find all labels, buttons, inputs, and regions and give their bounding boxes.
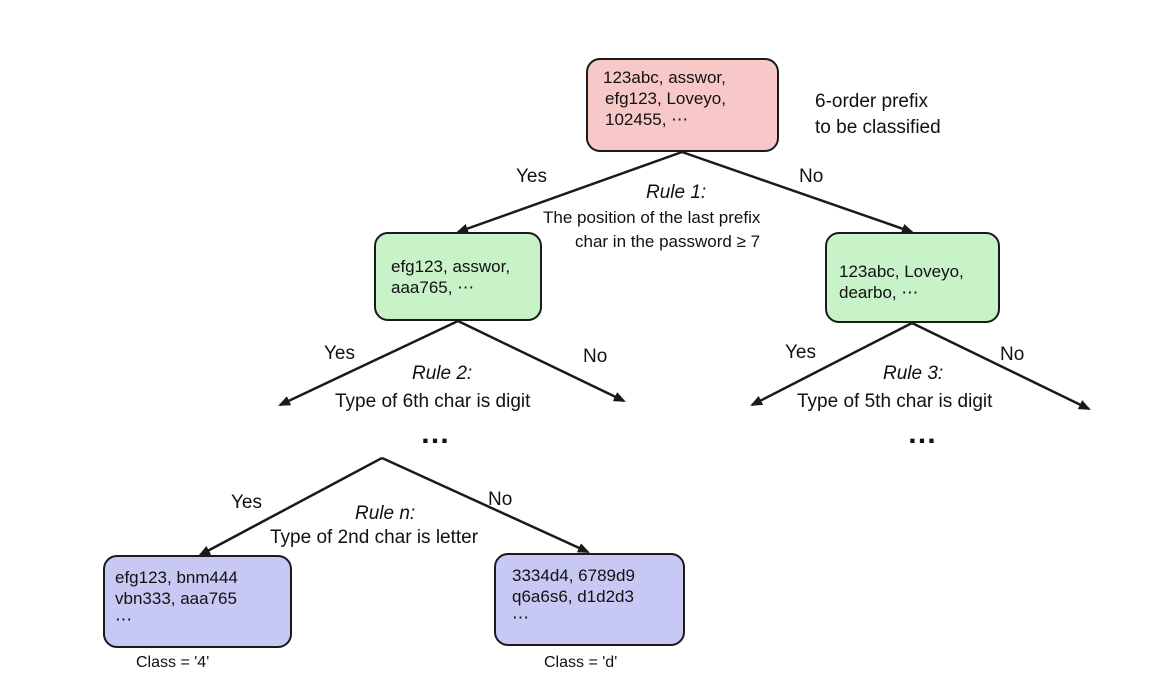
rulen-text: Type of 2nd char is letter — [270, 527, 479, 548]
right-node-line: 123abc, Loveyo, — [839, 262, 964, 281]
right-node: 123abc, Loveyo, dearbo, ⋯ — [825, 232, 1000, 323]
leaf-right-line: 3334d4, 6789d9 — [512, 566, 635, 585]
rule1-title: Rule 1: — [646, 183, 706, 203]
rulen-yes-label: Yes — [231, 492, 262, 513]
right-node-line: dearbo, ⋯ — [839, 283, 919, 302]
rule1-name: Rule 1 — [646, 182, 701, 203]
ellipsis-left: … — [420, 417, 453, 450]
rule3-text: Type of 5th char is digit — [797, 391, 993, 412]
root-node-line: 102455, ⋯ — [605, 110, 689, 129]
leaf-left: efg123, bnm444 vbn333, aaa765 ⋯ — [103, 555, 292, 648]
rule1-yes-label: Yes — [516, 166, 547, 187]
rule3-name: Rule 3 — [883, 363, 938, 384]
leaf-left-class-label: Class = '4' — [136, 654, 210, 671]
rule1-no-label: No — [799, 166, 824, 187]
rule2-yes-label: Yes — [324, 343, 355, 364]
edge-rulen-yes — [198, 456, 383, 557]
root-node-line: efg123, Loveyo, — [605, 89, 726, 108]
leaf-right-line: ⋯ — [512, 608, 529, 627]
leaf-left-line: ⋯ — [115, 610, 132, 629]
rulen-title: Rule n: — [355, 504, 415, 524]
rule1-text-line: The position of the last prefix — [543, 208, 761, 227]
rule3-title: Rule 3: — [883, 364, 943, 384]
edge-left-yes — [278, 319, 459, 407]
rule2-no-label: No — [583, 346, 608, 367]
rule1-colon: : — [700, 182, 707, 203]
rulen-colon: : — [409, 503, 416, 524]
rule2-text: Type of 6th char is digit — [335, 391, 531, 412]
rule3-no-label: No — [1000, 344, 1025, 365]
edge-root-to-right — [681, 150, 914, 234]
root-node-line: 123abc, asswor, — [603, 68, 726, 87]
rule3-colon: : — [937, 363, 944, 384]
left-node: efg123, asswor, aaa765, ⋯ — [374, 232, 542, 321]
leaf-left-line: vbn333, aaa765 — [115, 589, 237, 608]
rulen-name: Rule n — [355, 503, 410, 524]
rule1-text-line: char in the password ≥ 7 — [575, 232, 761, 251]
leaf-left-line: efg123, bnm444 — [115, 568, 238, 587]
rule2-title: Rule 2: — [412, 364, 472, 384]
left-node-line: efg123, asswor, — [391, 257, 511, 276]
edge-right-yes — [750, 321, 913, 407]
edge-root-to-left — [456, 150, 683, 234]
root-annotation-line: to be classified — [815, 117, 941, 138]
leaf-right-line: q6a6s6, d1d2d3 — [512, 587, 634, 606]
rule2-name: Rule 2 — [412, 363, 467, 384]
ellipsis-right: … — [907, 417, 940, 450]
rulen-no-label: No — [488, 489, 513, 510]
root-node: 123abc, asswor, efg123, Loveyo, 102455, … — [586, 58, 779, 152]
leaf-right-class-label: Class = 'd' — [544, 654, 618, 671]
root-annotation-line: 6-order prefix — [815, 91, 928, 112]
leaf-right: 3334d4, 6789d9 q6a6s6, d1d2d3 ⋯ — [494, 553, 685, 646]
rule3-yes-label: Yes — [785, 342, 816, 363]
edge-right-no — [911, 321, 1091, 411]
edge-rulen-no — [381, 456, 590, 554]
edge-left-no — [457, 319, 626, 403]
left-node-line: aaa765, ⋯ — [391, 278, 475, 297]
rule2-colon: : — [466, 363, 473, 384]
